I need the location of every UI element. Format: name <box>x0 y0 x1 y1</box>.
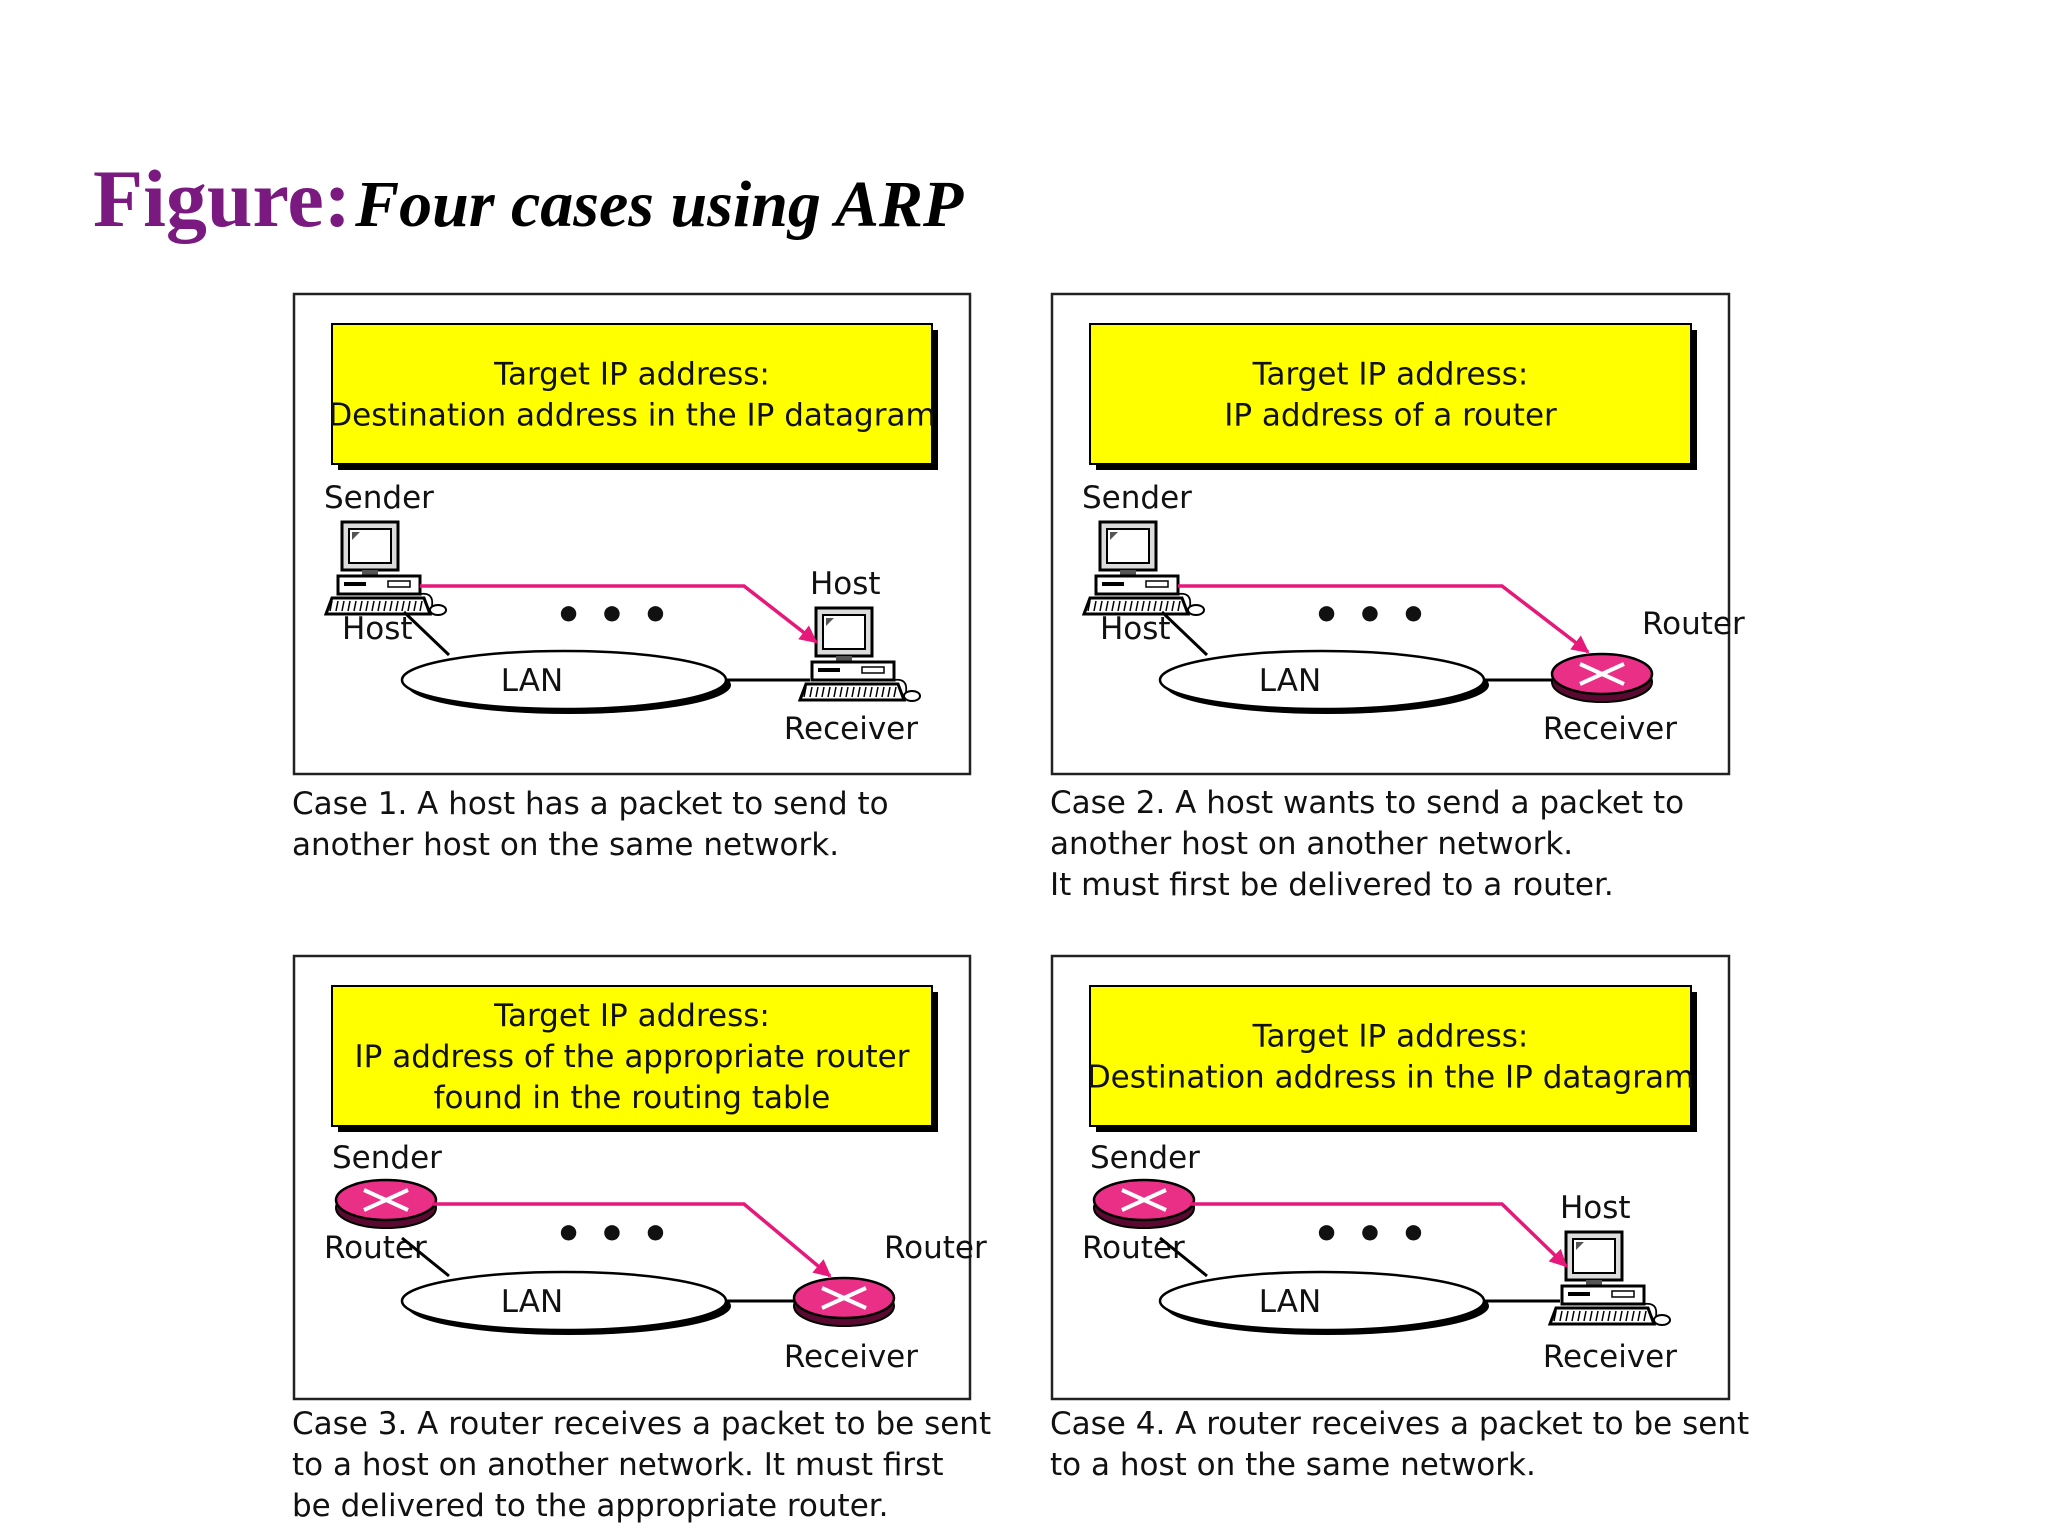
sender-device-label: Router <box>324 1230 427 1266</box>
sender-label: Sender <box>332 1140 442 1176</box>
lan-ellipse <box>1158 1270 1486 1332</box>
case-caption-line: another host on another network. <box>1050 826 1573 862</box>
ellipsis-dots: • • • <box>1312 590 1427 641</box>
case-caption-line: Case 4. A router receives a packet to be… <box>1050 1406 1749 1442</box>
arp-request-path <box>1190 1202 1568 1268</box>
sender-computer-icon <box>1081 520 1205 616</box>
receiver-computer-icon <box>797 606 921 702</box>
receiver-computer-icon <box>1547 1230 1671 1326</box>
case-caption-line: It must first be delivered to a router. <box>1050 867 1614 903</box>
sender-computer-icon <box>323 520 447 616</box>
case-caption-line: Case 3. A router receives a packet to be… <box>292 1406 991 1442</box>
target-box-line: Target IP address: <box>493 357 770 393</box>
target-box <box>331 985 933 1127</box>
case-3: Target IP address: IP address of the appr… <box>292 954 991 1524</box>
target-box-line: Destination address in the IP datagram <box>328 398 935 434</box>
receiver-role-label: Receiver <box>784 1339 918 1375</box>
ellipsis-dots: • • • <box>554 1209 669 1260</box>
lan-ellipse <box>400 1270 728 1332</box>
case-caption-line: to a host on another network. It must fi… <box>292 1447 943 1483</box>
case-2: Target IP address: IP address of a router… <box>1050 292 1745 903</box>
lan-ellipse <box>400 649 728 711</box>
receiver-device-label: Router <box>1642 606 1745 642</box>
target-box <box>1089 985 1692 1127</box>
sender-link <box>1159 1236 1208 1278</box>
target-box-line: Target IP address: <box>1252 1019 1529 1055</box>
receiver-device-label: Router <box>884 1230 987 1266</box>
receiver-device-label: Host <box>810 566 881 602</box>
sender-link <box>402 610 451 657</box>
target-box-line: Target IP address: <box>1252 357 1529 393</box>
lan-label: LAN <box>1259 663 1321 699</box>
sender-router-icon <box>334 1178 438 1229</box>
figure-label: Figure: <box>93 153 352 244</box>
lan-label: LAN <box>1259 1284 1321 1320</box>
sender-label: Sender <box>1082 480 1192 516</box>
receiver-role-label: Receiver <box>1543 711 1677 747</box>
sender-label: Sender <box>324 480 434 516</box>
case-1: Target IP address: Destination address in… <box>292 292 972 863</box>
arp-request-path <box>432 1202 832 1278</box>
arp-request-path <box>420 584 818 644</box>
arp-request-path <box>1178 584 1590 654</box>
sender-link <box>401 1236 450 1278</box>
target-box-line: IP address of the appropriate router <box>355 1039 910 1075</box>
figure-title: Figure: Four cases using ARP <box>93 152 963 246</box>
target-box-line: found in the routing table <box>434 1080 831 1116</box>
lan-ellipse <box>1158 649 1486 711</box>
receiver-router-icon <box>792 1276 896 1327</box>
target-box-line: Destination address in the IP datagram <box>1087 1060 1694 1096</box>
target-box <box>331 323 933 465</box>
sender-label: Sender <box>1090 1140 1200 1176</box>
sender-device-label: Router <box>1082 1230 1185 1266</box>
ellipsis-dots: • • • <box>1312 1209 1427 1260</box>
receiver-role-label: Receiver <box>784 711 918 747</box>
case-caption-line: Case 1. A host has a packet to send to <box>292 786 889 822</box>
ellipsis-dots: • • • <box>554 590 669 641</box>
target-box <box>1089 323 1692 465</box>
case-caption-line: Case 2. A host wants to send a packet to <box>1050 785 1684 821</box>
sender-device-label: Host <box>1100 611 1171 647</box>
case-caption-line: to a host on the same network. <box>1050 1447 1536 1483</box>
target-box-line: IP address of a router <box>1224 398 1557 434</box>
target-box-line: Target IP address: <box>493 998 770 1034</box>
lan-label: LAN <box>501 1284 563 1320</box>
sender-link <box>1160 610 1209 657</box>
sender-router-icon <box>1092 1178 1196 1229</box>
case-caption-line: another host on the same network. <box>292 827 839 863</box>
receiver-role-label: Receiver <box>1543 1339 1677 1375</box>
sender-device-label: Host <box>342 611 413 647</box>
receiver-router-icon <box>1550 652 1654 703</box>
case-caption-line: be delivered to the appropriate router. <box>292 1488 889 1524</box>
receiver-device-label: Host <box>1560 1190 1631 1226</box>
case-4: Target IP address: Destination address in… <box>1050 954 1749 1483</box>
lan-label: LAN <box>501 663 563 699</box>
figure-caption: Four cases using ARP <box>355 168 964 241</box>
